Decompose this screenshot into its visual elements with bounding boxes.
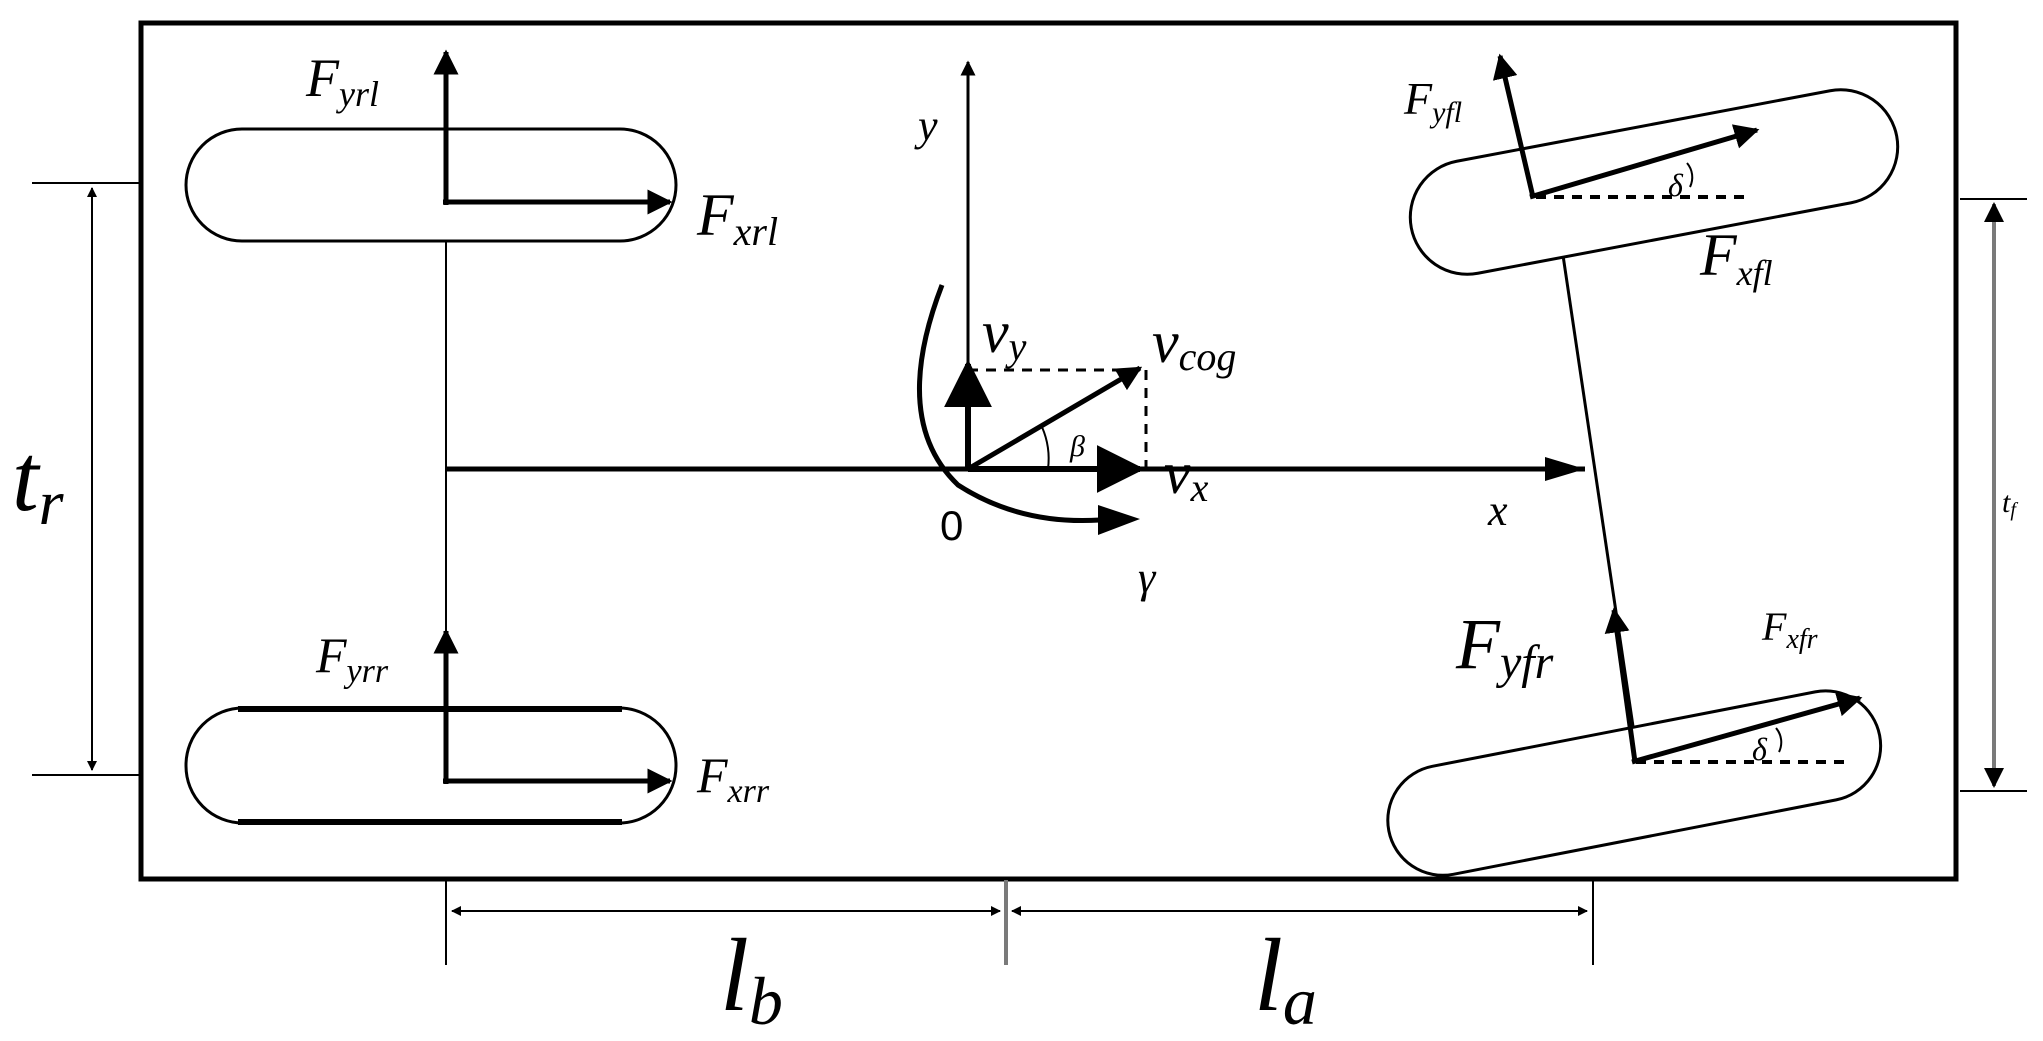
label-y-axis: y [914, 101, 938, 150]
label-f-xfr: Fxfr [1761, 604, 1818, 655]
force-arrow-fyfr [1604, 607, 1638, 763]
x-axis-arrowhead [1545, 457, 1585, 481]
label-f-yfr: Fyfr [1455, 604, 1554, 689]
beta-angle-arc [1041, 426, 1050, 470]
label-v-x: vx [1164, 440, 1209, 510]
front-right-wheel [1386, 689, 1883, 877]
yaw-rate-arrowhead [1098, 505, 1140, 535]
label-f-xrr: Fxrr [696, 747, 770, 810]
steer-angle-arc-fr [1775, 727, 1783, 753]
label-f-xfl: Fxfl [1699, 222, 1773, 293]
force-arrow-fxfl [1529, 124, 1760, 200]
label-gamma: γ [1138, 553, 1157, 602]
label-l-a: la [1254, 918, 1317, 1039]
rear-left-wheel [184, 127, 678, 243]
yaw-rate-arc [916, 284, 1101, 524]
label-v-cog: vcog [1152, 309, 1236, 379]
rear-right-wheel [184, 706, 678, 825]
vcog-vector [966, 365, 1143, 472]
steer-angle-arc-fl [1686, 162, 1694, 188]
label-v-y: vy [982, 299, 1027, 369]
force-arrow-fxfr [1631, 692, 1863, 765]
label-f-xrl: Fxrl [696, 182, 778, 254]
front-left-wheel [1408, 88, 1900, 276]
label-x-axis: x [1487, 486, 1508, 535]
label-l-b: lb [720, 918, 783, 1039]
force-arrow-fyfl [1492, 53, 1536, 198]
label-f-yrl: Fyrl [305, 48, 379, 114]
label-delta-fl: δ [1668, 167, 1684, 203]
label-t-r: tr [12, 424, 65, 538]
label-delta-fr: δ [1752, 731, 1768, 767]
label-t-f: tf [2002, 486, 2018, 521]
vehicle-body-frame [138, 20, 1959, 882]
label-f-yrr: Fyrr [315, 627, 389, 690]
label-f-yfl: Fyfl [1403, 73, 1462, 129]
label-beta: β [1069, 430, 1085, 463]
label-origin: 0 [940, 502, 963, 549]
